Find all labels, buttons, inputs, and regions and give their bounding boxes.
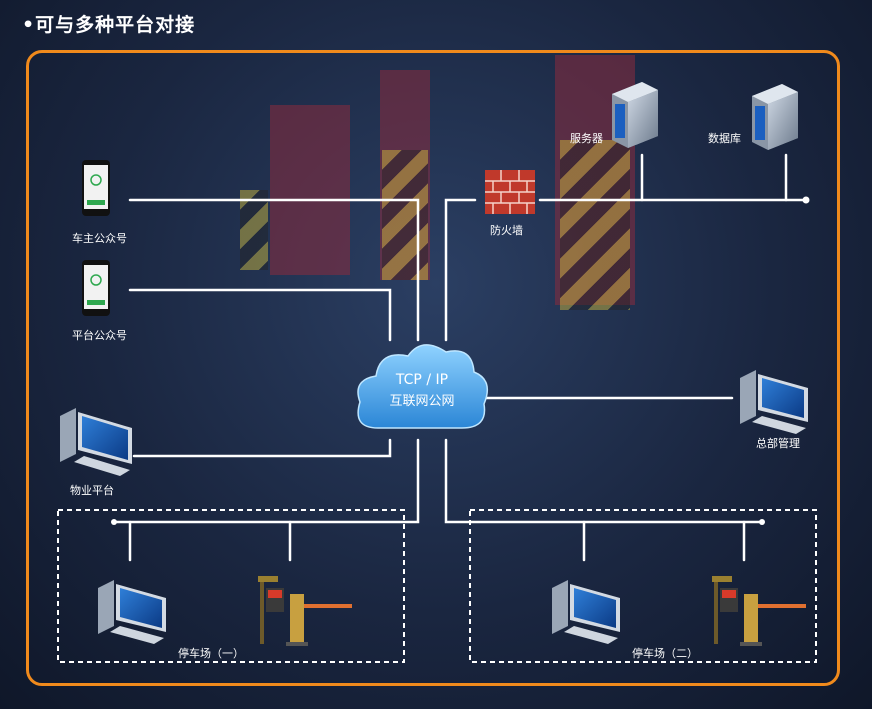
server-label: 服务器 (570, 132, 603, 145)
cloud-network-label: 互联网公网 (389, 394, 455, 409)
parking-lot-1-box (57, 509, 405, 663)
computer-icon (740, 370, 808, 434)
link-property (132, 438, 392, 458)
parking-lot-1-label: 停车场（一） (178, 647, 244, 660)
bg-pillar (270, 105, 350, 275)
cloud-protocol-label: TCP / IP (395, 372, 449, 388)
owner-account-label: 车主公众号 (72, 232, 127, 245)
barrier-gate-icon (258, 576, 352, 646)
cloud-label: TCP / IP 互联网公网 (372, 372, 472, 409)
junction-dot (759, 519, 765, 525)
link-lot1 (112, 438, 420, 524)
phone-icon (82, 160, 110, 216)
bg-stripe (382, 150, 428, 280)
link-owner-account (128, 198, 420, 342)
diagram-frame (26, 50, 840, 686)
firewall-label: 防火墙 (490, 224, 523, 237)
computer-icon (98, 580, 166, 644)
firewall-icon (485, 170, 535, 214)
junction-dot (802, 196, 810, 204)
property-platform-label: 物业平台 (70, 484, 114, 497)
server-icon (612, 82, 658, 148)
parking-lot-2-box (469, 509, 817, 663)
parking-lot-2-label: 停车场（二） (632, 647, 698, 660)
database-label: 数据库 (708, 132, 741, 145)
database-icon (752, 84, 798, 150)
bg-pillar (380, 70, 430, 280)
barrier-gate-icon (712, 576, 806, 646)
junction-dot (111, 519, 117, 525)
bg-stripe (240, 190, 268, 270)
computer-icon (60, 408, 132, 476)
bg-stripe (560, 140, 630, 310)
link-platform-account (128, 288, 392, 342)
headquarters-label: 总部管理 (756, 437, 800, 450)
computer-icon (552, 580, 620, 644)
link-firewall (444, 198, 477, 342)
link-lot2 (444, 438, 764, 524)
platform-account-label: 平台公众号 (72, 329, 127, 342)
phone-icon (82, 260, 110, 316)
page-title: •可与多种平台对接 (22, 14, 196, 36)
connection-lines (112, 153, 808, 562)
cloud-icon (357, 344, 489, 429)
